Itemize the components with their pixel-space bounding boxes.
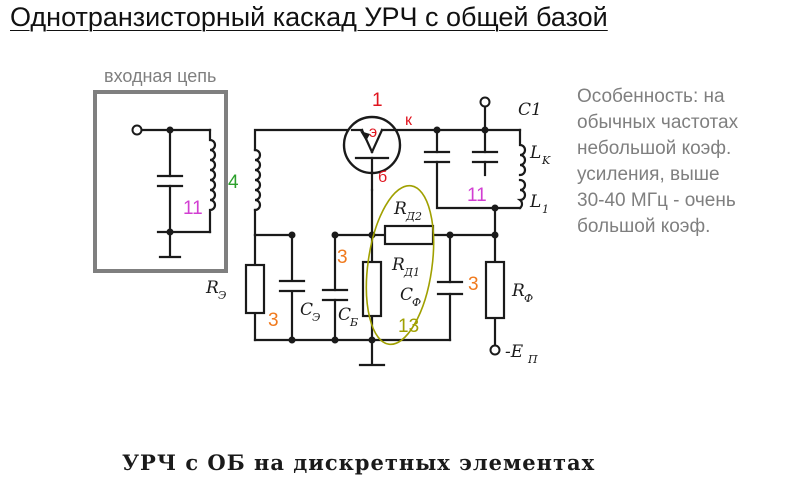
annot-3-mid: 3: [337, 247, 348, 268]
annot-3-right: 3: [468, 274, 479, 295]
input-capacitor: [156, 174, 184, 188]
label-ce: C: [300, 300, 313, 320]
slide-title: Однотранзисторный каскад УРЧ с общей баз…: [10, 2, 608, 32]
note-line-1: Особенность: на: [577, 86, 725, 107]
transistor: [342, 115, 402, 192]
annot-4: 4: [228, 172, 239, 193]
label-l1-sub: 1: [542, 203, 549, 216]
input-circuit-box: [93, 90, 228, 273]
label-rd2: R: [393, 199, 407, 219]
label-rd1: R: [391, 255, 405, 275]
capacitor-cb: [321, 288, 349, 302]
note-line-5: 30-40 МГц - очень: [577, 190, 736, 211]
label-lk-sub: K: [541, 154, 551, 167]
label-cf-sub: Ф: [412, 296, 421, 309]
annot-b: б: [378, 169, 387, 186]
label-rd1-sub: Д1: [403, 266, 420, 279]
capacitor-ce: [278, 279, 306, 293]
note-line-2: обычных частотах: [577, 112, 739, 133]
annot-3-re: 3: [268, 310, 279, 331]
coupling-coil: [253, 148, 262, 212]
label-cb-sub: Б: [349, 316, 358, 329]
feature-note: Особенность: на обычных частотах небольш…: [577, 84, 782, 240]
annot-11-left: 11: [183, 198, 203, 219]
label-cb: C: [338, 305, 351, 325]
label-re: R: [205, 278, 219, 298]
input-circuit: [131, 124, 217, 259]
supply-terminal: [489, 344, 501, 356]
annot-e: э: [369, 124, 377, 141]
note-line-6: большой коэф.: [577, 216, 711, 237]
annot-k: к: [405, 112, 413, 129]
input-coil: [208, 128, 217, 234]
label-ep-sub: П: [527, 353, 538, 366]
note-line-4: усиления, выше: [577, 164, 720, 185]
capacitor-top-1: [423, 150, 451, 164]
annot-13: 13: [398, 316, 419, 337]
diagram-caption: УРЧ с ОБ на дискретных элементах: [122, 450, 595, 475]
main-wiring: [253, 104, 527, 367]
label-lk: L: [529, 143, 541, 163]
highlight-ellipse: [365, 184, 435, 346]
capacitor-cf: [436, 280, 464, 296]
resistor-rf: [484, 260, 506, 320]
label-ep: -E: [505, 342, 524, 362]
note-line-3: небольшой коэф.: [577, 138, 732, 159]
resistor-rd2: [383, 224, 435, 246]
label-rf-sub: Ф: [524, 292, 533, 305]
coil-lk: [518, 128, 527, 177]
capacitor-top-2: [471, 150, 499, 164]
coil-l1: [516, 178, 527, 210]
c1-terminal: [479, 96, 491, 108]
label-rf: R: [511, 281, 525, 301]
label-re-sub: Э: [218, 289, 226, 302]
input-terminal: [131, 124, 143, 136]
label-cf: C: [400, 285, 413, 305]
annot-1: 1: [372, 90, 383, 111]
resistor-re: [244, 263, 266, 315]
label-l1: L: [529, 192, 541, 212]
label-c1: C1: [518, 100, 542, 120]
annot-11-right: 11: [467, 185, 487, 206]
label-ce-sub: Э: [312, 311, 320, 324]
label-rd2-sub: Д2: [405, 210, 422, 223]
input-circuit-label: входная цепь: [104, 66, 216, 86]
